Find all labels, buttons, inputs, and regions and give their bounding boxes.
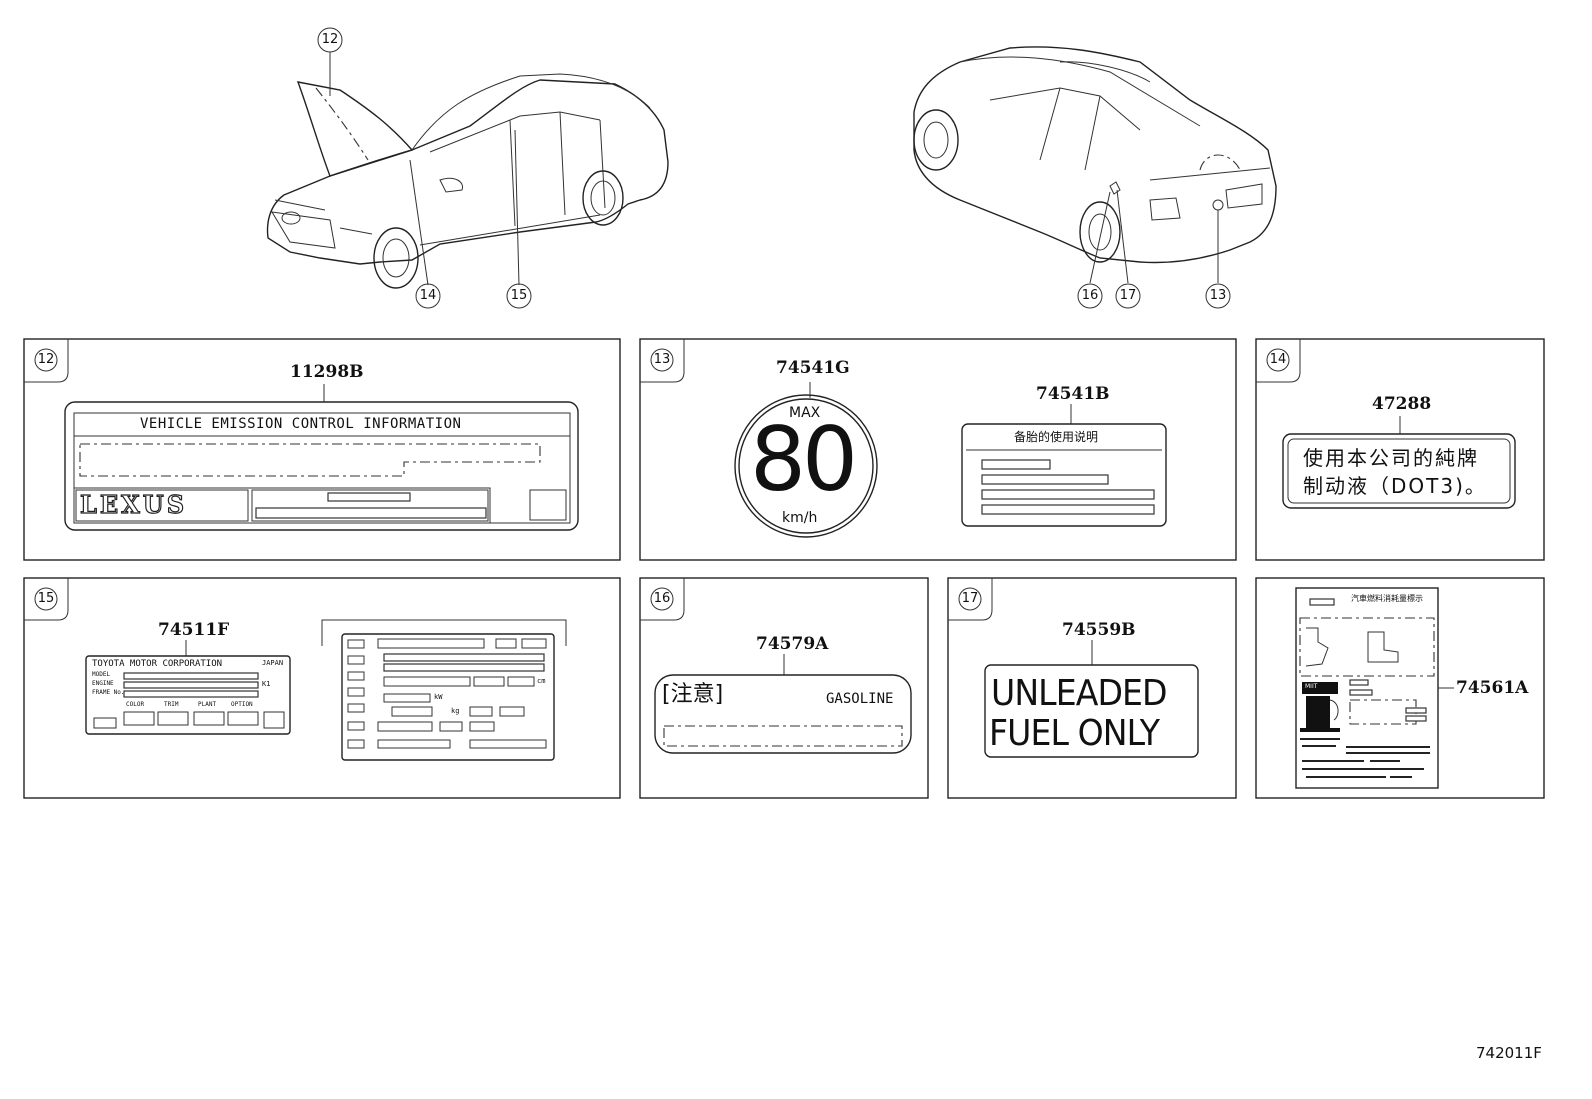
- spec-plate-unit-cm: cm: [537, 677, 546, 685]
- speed-sign-value: 80: [750, 408, 858, 511]
- panel-13-frame: [639, 338, 1237, 561]
- gasoline-text: GASOLINE: [826, 691, 894, 707]
- fuel-consumption-header: 汽車燃料消耗量標示: [1351, 594, 1423, 603]
- spec-plate-kw: kW: [434, 693, 443, 701]
- fuel-consumption-label: [1295, 587, 1454, 789]
- callout-label-13: 13: [1209, 288, 1227, 303]
- panel-ref-16: 16: [653, 591, 671, 606]
- emission-label-title: VEHICLE EMISSION CONTROL INFORMATION: [140, 416, 462, 432]
- vin-row-label-engine: ENGINE: [92, 680, 114, 687]
- panel-18-frame: [1255, 577, 1545, 799]
- vin-plate-maker: TOYOTA MOTOR CORPORATION: [92, 659, 223, 669]
- callout-16: [1077, 283, 1103, 309]
- callout-label-17: 17: [1119, 288, 1137, 303]
- panel-tabs: [24, 339, 1301, 621]
- brake-fluid-label: [1282, 416, 1516, 509]
- speed-sign: [734, 382, 878, 538]
- unleaded-line-2: FUEL ONLY: [989, 713, 1160, 754]
- unleaded-line-1: UNLEADED: [991, 673, 1168, 714]
- callout-12: [317, 27, 343, 53]
- spec-plate-unit-kg: kg: [451, 707, 460, 715]
- spare-tire-label-title: 备胎的使用说明: [1014, 430, 1099, 444]
- vin-code-plant: PLANT: [198, 701, 217, 708]
- callout-label-16: 16: [1081, 288, 1099, 303]
- speed-sign-max: MAX: [789, 405, 821, 421]
- panel-tab-circles: [34, 348, 1290, 611]
- vin-code-trim: TRIM: [164, 701, 179, 708]
- spec-plate: [321, 619, 567, 761]
- part-number-74511F: 74511F: [158, 620, 230, 640]
- panel-15-frame: [23, 577, 621, 799]
- lexus-logo: LEXUS: [79, 490, 188, 519]
- part-number-74559B: 74559B: [1062, 620, 1136, 640]
- panel-14-frame: [1255, 338, 1545, 561]
- spare-tire-label: [961, 404, 1167, 527]
- part-number-11298B: 11298B: [290, 362, 364, 382]
- part-number-74579A: 74579A: [756, 634, 829, 654]
- callout-label-14: 14: [419, 288, 437, 303]
- vin-row-label-frame: FRAME No.: [92, 689, 125, 696]
- figure-id: 742011F: [1476, 1044, 1542, 1062]
- panel-ref-13: 13: [653, 352, 671, 367]
- emission-label: [64, 384, 579, 531]
- vin-row-label-model: MODEL: [92, 671, 111, 678]
- vin-plate: [85, 640, 291, 735]
- unleaded-fuel-label: [984, 640, 1199, 758]
- panel-ref-15: 15: [37, 591, 55, 606]
- gasoline-caution-label: [654, 654, 912, 754]
- car-front-illustration: [266, 52, 669, 289]
- callout-14: [415, 283, 441, 309]
- callout-label-15: 15: [510, 288, 528, 303]
- vin-code-color: COLOR: [126, 701, 145, 708]
- brake-fluid-line-2: 制动液（DOT3)。: [1303, 474, 1487, 498]
- callout-15: [506, 283, 532, 309]
- gasoline-caution-heading: [注意]: [662, 682, 724, 707]
- vin-side-tag: K1: [262, 680, 271, 688]
- part-number-47288: 47288: [1372, 394, 1432, 414]
- part-number-74561A: 74561A: [1456, 678, 1529, 698]
- vin-plate-maker-suffix: JAPAN: [262, 659, 284, 667]
- callout-17: [1115, 283, 1141, 309]
- panel-ref-12: 12: [37, 352, 55, 367]
- panel-ref-17: 17: [961, 591, 979, 606]
- panel-12-frame: [23, 338, 621, 561]
- panel-17-frame: [947, 577, 1237, 799]
- part-number-74541B: 74541B: [1036, 384, 1110, 404]
- callout-label-12: 12: [321, 32, 339, 47]
- part-number-74541G: 74541G: [776, 358, 850, 378]
- panel-16-frame: [639, 577, 929, 799]
- brake-fluid-line-1: 使用本公司的純牌: [1303, 446, 1479, 470]
- panel-ref-14: 14: [1269, 352, 1287, 367]
- vin-code-option: OPTION: [231, 701, 253, 708]
- callout-13: [1205, 283, 1231, 309]
- car-rear-illustration: [913, 46, 1277, 284]
- fuel-consumption-mini-logo: MIIT: [1305, 683, 1318, 690]
- speed-sign-unit: km/h: [782, 510, 818, 526]
